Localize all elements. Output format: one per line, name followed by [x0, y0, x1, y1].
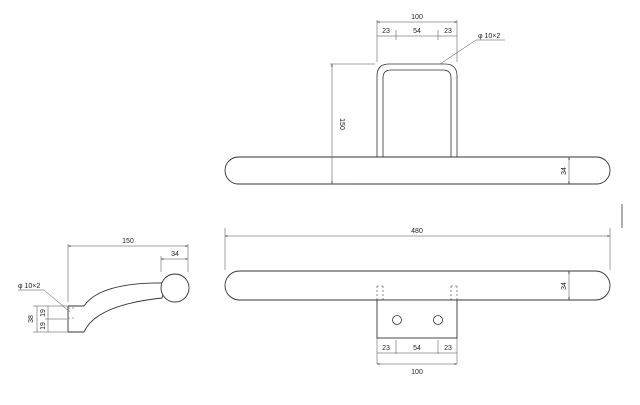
leader-line	[439, 39, 477, 65]
side-view: 150 34 φ 10×2 38 19 19	[18, 238, 190, 333]
dim-bar-label: 34	[561, 282, 568, 290]
dim-lower-label: 19	[40, 322, 47, 330]
top-u-rail-outer	[376, 63, 458, 158]
dim-total-label: 38	[28, 315, 35, 323]
top-view: 100 23 54 23 φ 10×2 150 34	[224, 14, 611, 185]
side-curved-arm	[67, 282, 167, 333]
side-round-knob	[160, 273, 190, 303]
dim-upper-label: 19	[40, 309, 47, 317]
dim-knob-label: 34	[171, 251, 179, 258]
front-view: 480 34 23 54 23 100	[224, 228, 611, 376]
dim-left-label: 23	[382, 28, 390, 35]
dim-length-label: 150	[122, 238, 134, 245]
mounting-plate	[376, 299, 458, 339]
dim-width-label: 100	[411, 369, 423, 376]
screw-hole-right	[433, 315, 443, 325]
top-grab-bar	[224, 156, 611, 185]
pipe-spec-label: φ 10×2	[18, 283, 40, 290]
leader-line	[43, 289, 71, 313]
screw-hole-left	[392, 315, 402, 325]
dim-left-label: 23	[382, 345, 390, 352]
pipe-spec-label: φ 10×2	[478, 33, 500, 40]
top-u-rail-inner	[382, 69, 452, 158]
dim-height-label: 150	[338, 118, 345, 130]
dim-bar-label: 34	[561, 167, 568, 175]
dim-right-label: 23	[444, 345, 452, 352]
dim-mid-label: 54	[413, 28, 421, 35]
dim-right-label: 23	[444, 28, 452, 35]
front-grab-bar	[224, 270, 611, 301]
dim-width-label: 100	[411, 14, 423, 21]
dim-mid-label: 54	[413, 345, 421, 352]
dim-length-label: 480	[411, 228, 423, 235]
